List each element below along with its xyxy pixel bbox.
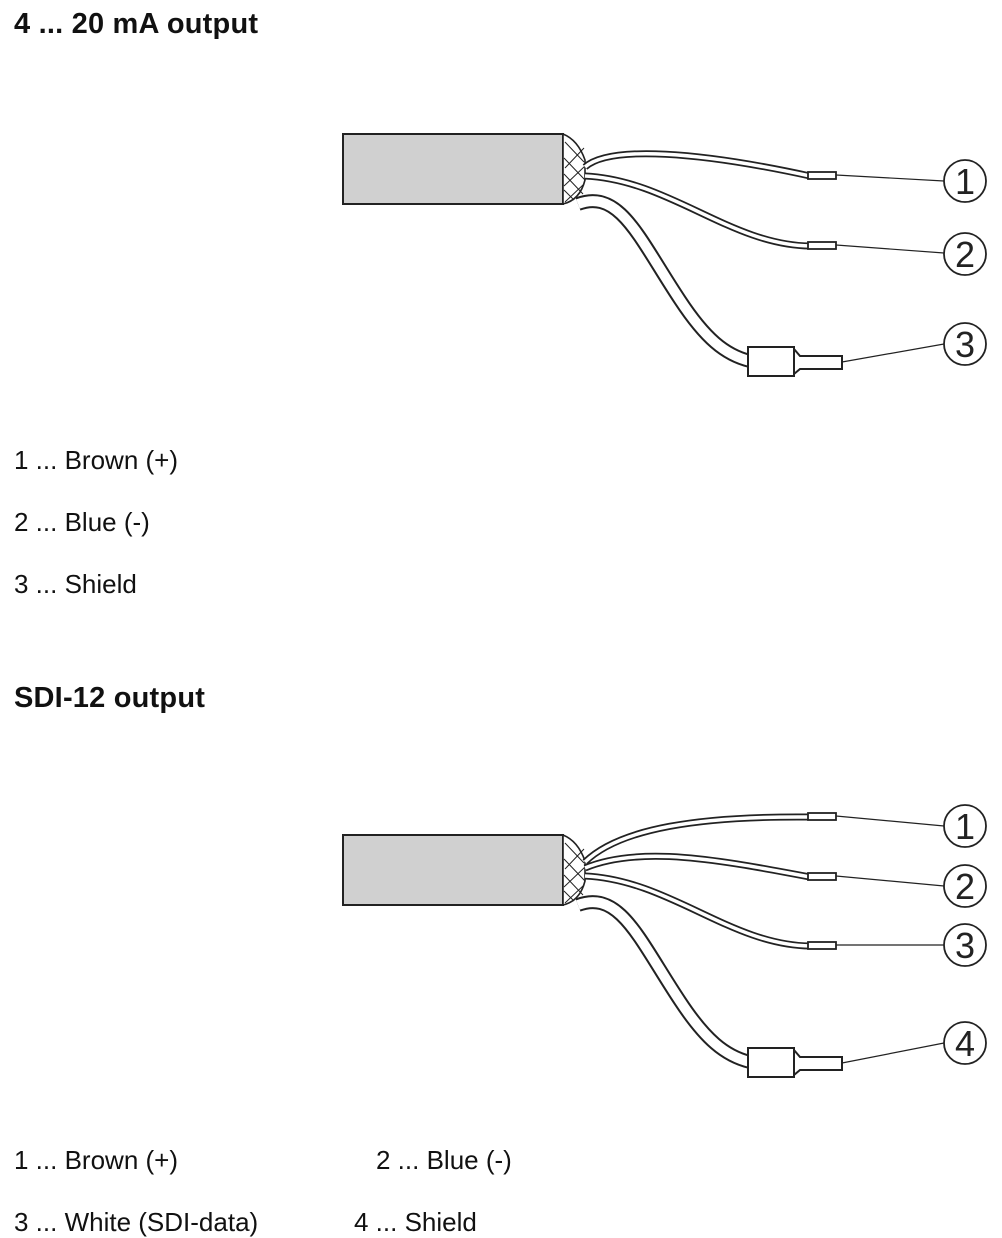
svg-text:4: 4	[955, 1023, 975, 1064]
wire-1-brown	[582, 812, 837, 865]
callout-3: 3	[943, 322, 987, 366]
legend-item-1: 1 ... Brown (+)	[14, 445, 178, 475]
section-title-ma: 4 ... 20 mA output	[14, 8, 259, 40]
svg-text:2: 2	[955, 866, 975, 907]
wiring-diagram-ma: 1 2 3	[342, 132, 987, 377]
cable-jacket	[342, 834, 564, 906]
ferrule	[747, 346, 795, 377]
ferrule	[747, 1047, 795, 1078]
callout-4: 4	[943, 1021, 987, 1065]
braided-shield	[562, 833, 586, 907]
callout-2: 2	[943, 232, 987, 276]
legend-item-3: 3 ... White (SDI-data)	[14, 1207, 259, 1237]
callout-2: 2	[943, 864, 987, 908]
wire-3-shield	[575, 194, 843, 377]
svg-text:3: 3	[955, 324, 975, 365]
section-title-sdi: SDI-12 output	[14, 682, 206, 714]
svg-text:2: 2	[955, 234, 975, 275]
callout-1: 1	[943, 804, 987, 848]
legend-item-4: 4 ... Shield	[354, 1207, 477, 1237]
wire-2-blue	[583, 852, 837, 881]
svg-text:1: 1	[955, 161, 975, 202]
wiring-diagram-sdi: 1 2 3 4	[342, 804, 987, 1078]
legend-item-3: 3 ... Shield	[14, 569, 137, 599]
legend-item-2: 2 ... Blue (-)	[14, 507, 150, 537]
callout-3: 3	[943, 923, 987, 967]
svg-text:1: 1	[955, 806, 975, 847]
braided-shield	[562, 132, 586, 206]
legend-item-2: 2 ... Blue (-)	[376, 1145, 512, 1175]
cable-jacket	[342, 133, 564, 205]
wire-4-shield	[575, 895, 843, 1078]
legend-item-1: 1 ... Brown (+)	[14, 1145, 178, 1175]
svg-text:3: 3	[955, 925, 975, 966]
wire-1-brown	[582, 150, 837, 180]
callout-1: 1	[943, 159, 987, 203]
